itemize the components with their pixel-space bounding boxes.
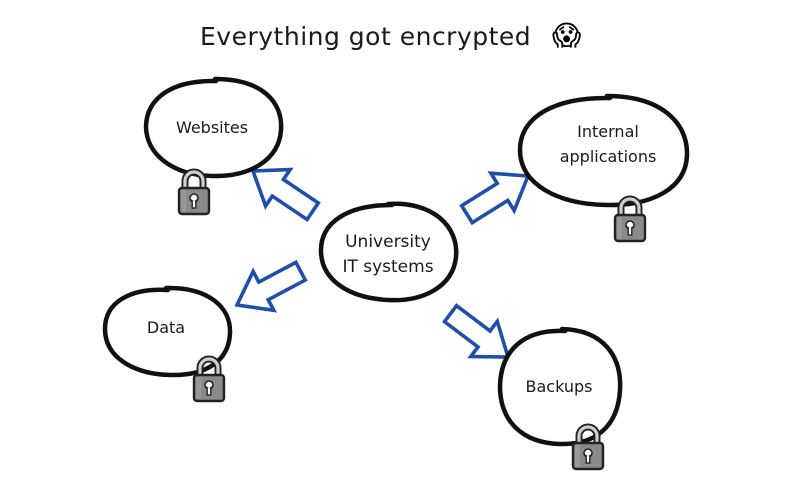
node-websites: Websites: [143, 76, 284, 214]
diagram-title: Everything got encrypted 😱: [200, 19, 581, 52]
node-data: Data: [102, 285, 233, 401]
data-label: Data: [147, 318, 185, 337]
arrow-to-data: [224, 249, 313, 327]
internal-label-line1: Internal: [577, 122, 639, 141]
backups-label: Backups: [526, 377, 593, 396]
title-text: Everything got encrypted: [200, 22, 531, 51]
scream-emoji-icon: 😱: [552, 19, 581, 52]
internal-label-line2: applications: [560, 147, 657, 166]
node-backups: Backups: [497, 326, 623, 469]
lock-icon: [179, 172, 209, 214]
node-internal-applications: Internal applications: [517, 93, 690, 241]
node-university-it-systems: University IT systems: [318, 201, 459, 303]
websites-label: Websites: [176, 118, 248, 137]
center-label-line2: IT systems: [342, 257, 433, 277]
center-label-line1: University: [345, 232, 431, 252]
